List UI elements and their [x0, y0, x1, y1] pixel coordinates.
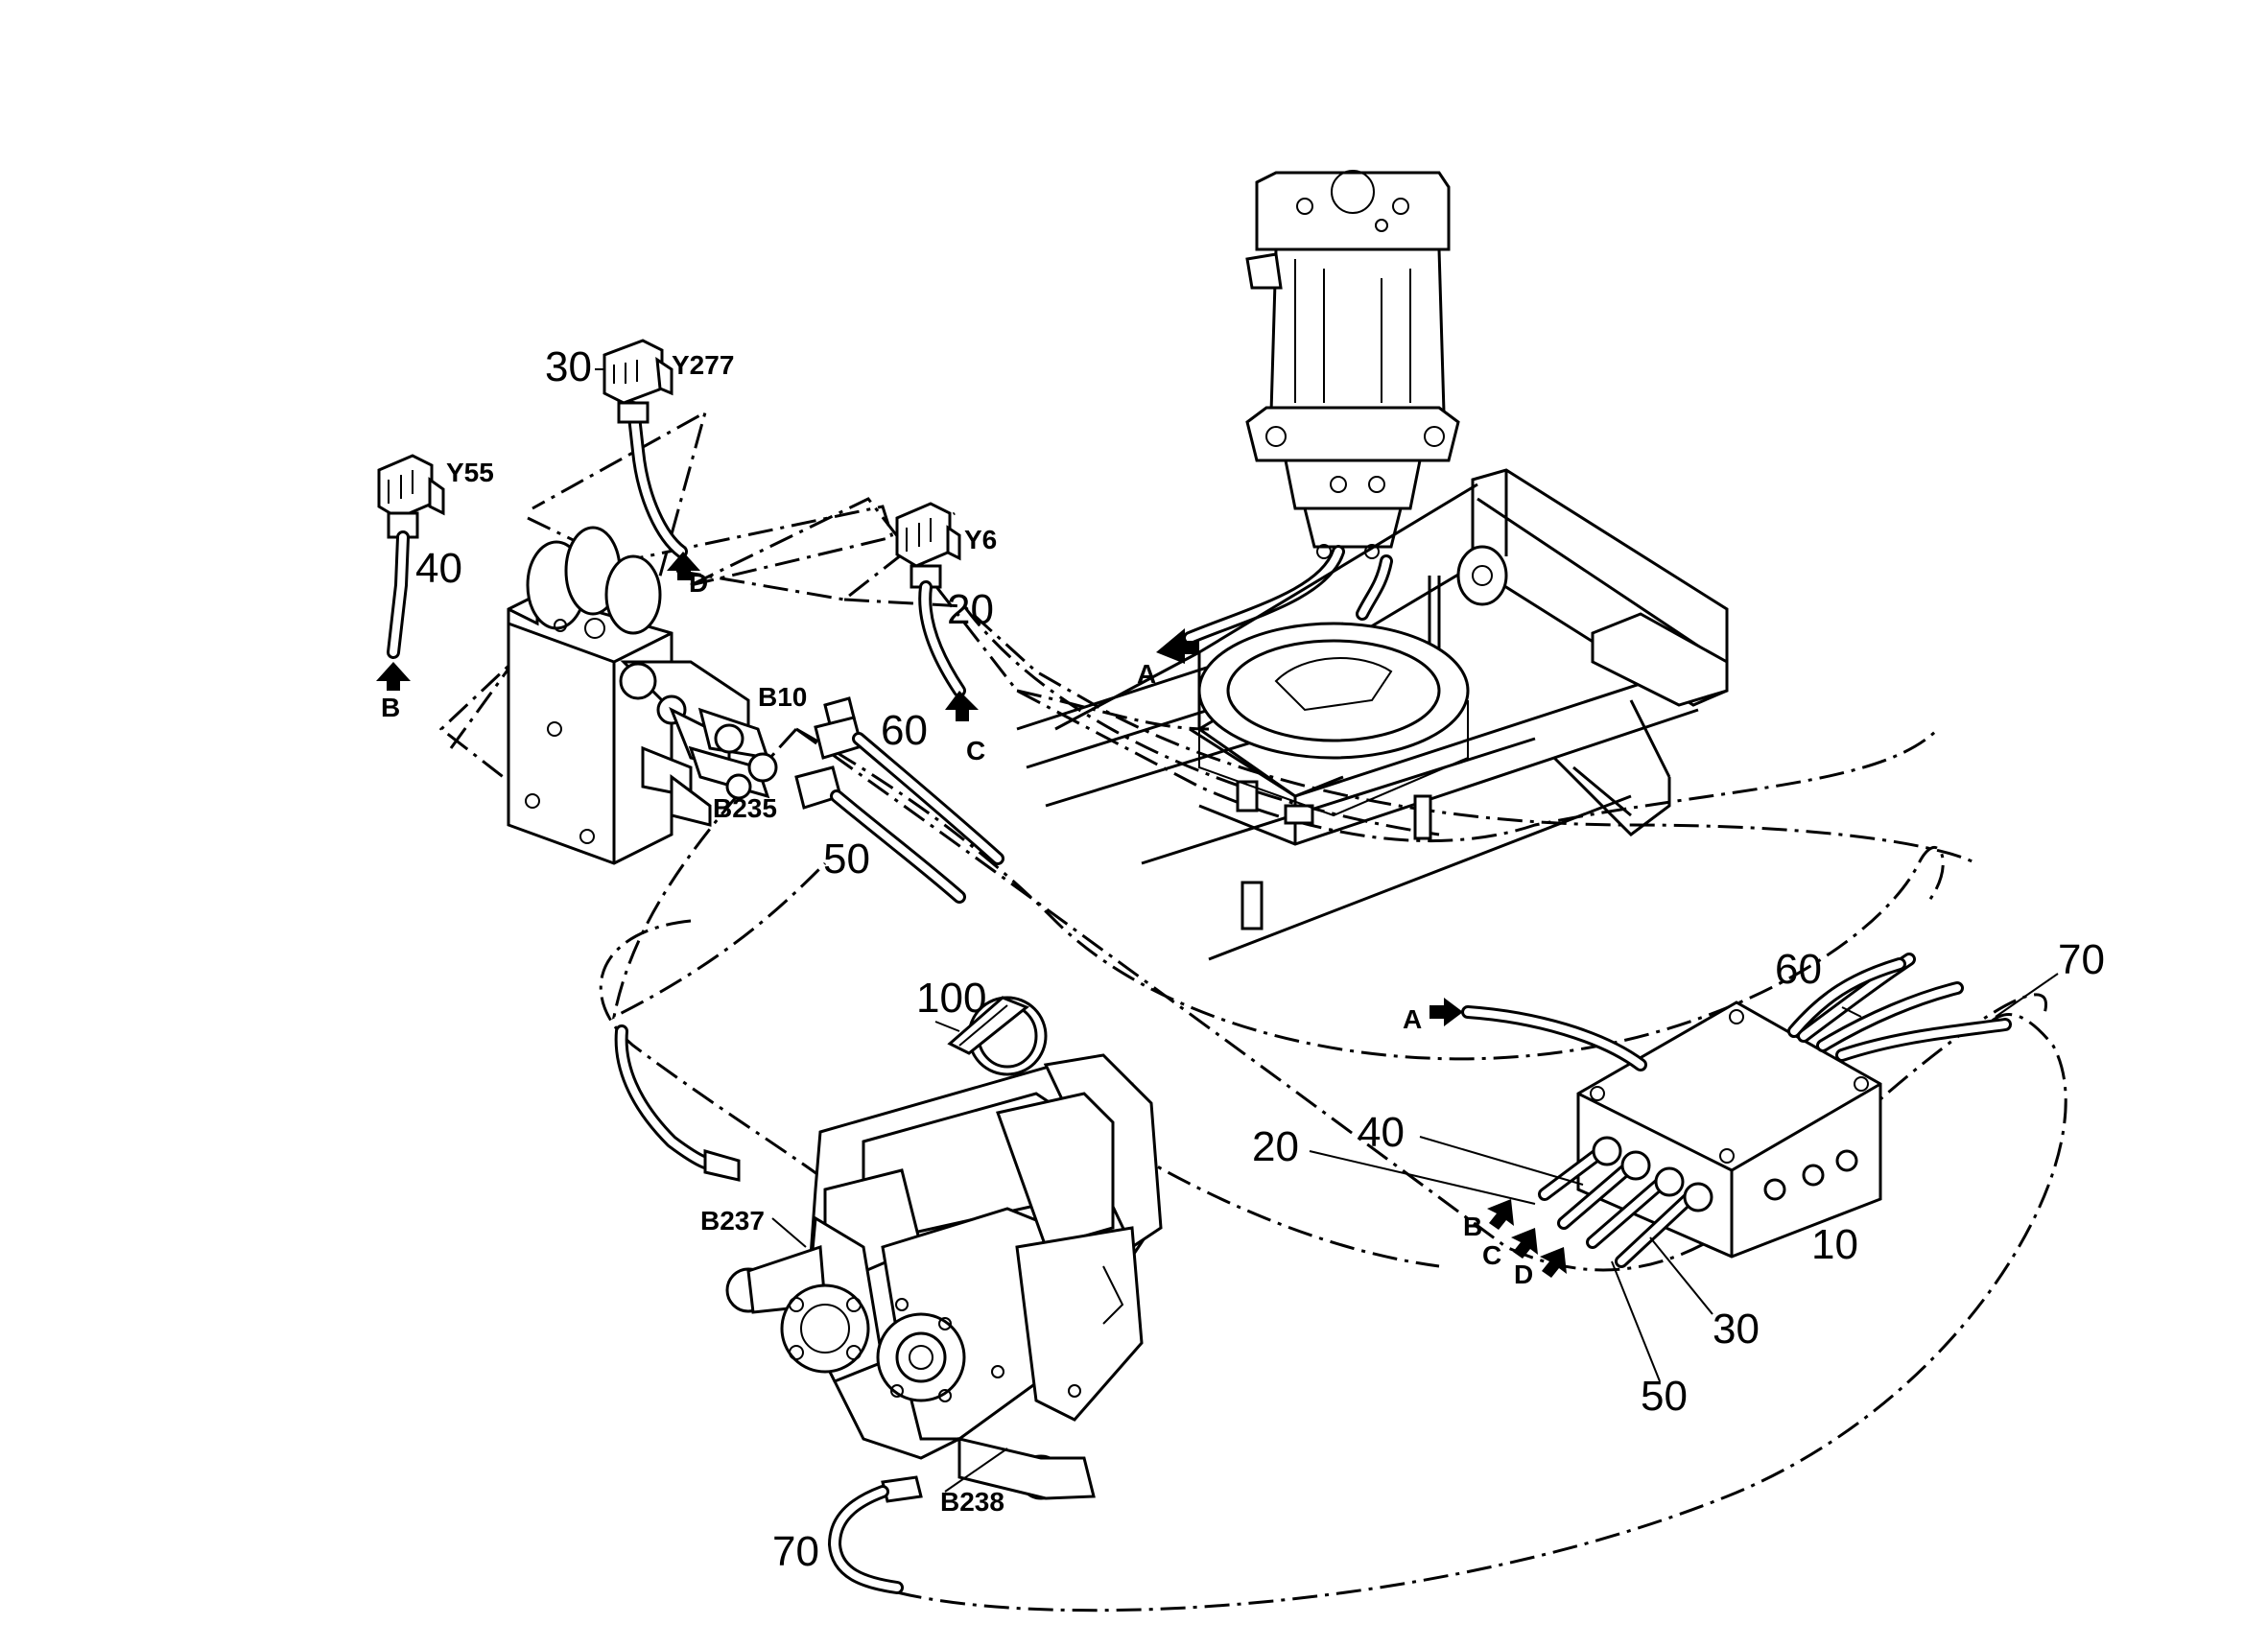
- connector-y6: [895, 502, 966, 697]
- callout-50-box: 50: [1641, 1373, 1688, 1420]
- connection-arrows: [376, 552, 1567, 1278]
- component-labels: Y277 Y55 Y6 B10 B235 B237 B238: [446, 350, 1004, 1517]
- callout-40-top: 40: [415, 545, 462, 592]
- leader-lines: [595, 368, 2059, 1493]
- callout-numbers: 30 40 20 60 50 100 60 70 40 20 10 30 50 …: [415, 343, 2105, 1575]
- label-b238: B238: [940, 1487, 1004, 1517]
- label-b235: B235: [713, 793, 777, 823]
- letter-a-box: A: [1403, 1004, 1422, 1034]
- sensor-b237: [614, 1024, 741, 1182]
- connection-letters: A A B B C C D D: [381, 568, 1533, 1289]
- callout-100: 100: [916, 975, 986, 1022]
- callout-40-box: 40: [1358, 1109, 1405, 1156]
- callout-20-box: 20: [1252, 1123, 1299, 1170]
- cable-tie: [947, 996, 1048, 1076]
- turntable-ring: [1197, 622, 1470, 817]
- letter-c-box: C: [1482, 1240, 1501, 1270]
- connector-y55: [377, 454, 445, 659]
- callout-70-bottom: 70: [772, 1528, 819, 1575]
- callout-20-top: 20: [947, 586, 994, 633]
- connector-y277: [602, 339, 688, 558]
- callout-50-top: 50: [823, 836, 870, 883]
- sensor-b238: [827, 1475, 923, 1594]
- letter-c-y6: C: [966, 736, 985, 765]
- junction-box: [1461, 953, 2012, 1268]
- callout-30-top: 30: [545, 343, 592, 390]
- letter-d-box: D: [1514, 1260, 1533, 1289]
- transmission: [725, 1053, 1163, 1500]
- hydraulic-motor: [1245, 170, 1460, 559]
- label-y55: Y55: [446, 458, 494, 487]
- letter-b-valve: B: [381, 693, 400, 722]
- label-y6: Y6: [964, 525, 997, 554]
- sensor-b10: [814, 696, 1004, 865]
- letter-a-motor: A: [1137, 659, 1156, 689]
- callout-70-box: 70: [2058, 936, 2105, 983]
- letter-b-box: B: [1463, 1212, 1482, 1241]
- sensor-b235: [794, 765, 966, 904]
- callout-60-top: 60: [881, 707, 928, 754]
- callout-60-box: 60: [1775, 946, 1822, 993]
- label-y277: Y277: [672, 350, 734, 380]
- callout-30-box: 30: [1713, 1306, 1760, 1353]
- letter-d-y277: D: [689, 568, 708, 598]
- callout-10: 10: [1811, 1221, 1858, 1268]
- valve-block: [507, 526, 778, 865]
- label-b10: B10: [758, 682, 807, 712]
- label-b237: B237: [700, 1206, 765, 1236]
